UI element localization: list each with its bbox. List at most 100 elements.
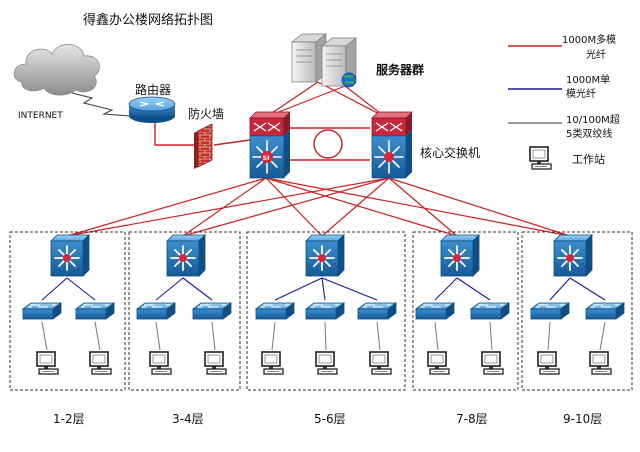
access-workstation-link <box>324 321 327 351</box>
distribution-access-link <box>456 277 491 301</box>
globe-icon <box>341 72 357 88</box>
server-core-link <box>265 81 319 118</box>
core-switch-label: 核心交换机 <box>420 145 480 160</box>
access-workstation-link <box>94 321 101 351</box>
floor-group-box <box>246 231 406 391</box>
internet-link <box>71 92 131 117</box>
firewall-label: 防火墙 <box>188 106 224 121</box>
core-distribution-link <box>321 177 390 237</box>
access-switch-icon <box>305 302 345 320</box>
floor-label: 7-8层 <box>456 412 488 426</box>
floor-label: 3-4层 <box>172 412 204 426</box>
distribution-switch-icon <box>305 234 345 277</box>
access-workstation-link <box>434 321 439 351</box>
access-switch-icon <box>255 302 295 320</box>
floor-group-box <box>128 231 241 391</box>
distribution-switch-icon <box>50 234 90 277</box>
workstation-icon <box>315 351 338 375</box>
workstation-icon <box>589 351 612 375</box>
server-icon <box>291 33 327 83</box>
router-icon <box>128 96 176 123</box>
distribution-access-link <box>182 277 213 301</box>
distribution-access-link <box>321 277 326 301</box>
distribution-access-link <box>66 277 96 301</box>
legend-multimode-label: 光纤 <box>586 48 606 61</box>
distribution-switch-icon <box>166 234 206 277</box>
distribution-access-link <box>549 277 571 301</box>
core-switch-icon <box>371 111 413 179</box>
core-distribution-link <box>388 177 458 237</box>
workstation-icon <box>89 351 112 375</box>
legend-twisted-label: 10/100M超 <box>566 113 620 126</box>
access-workstation-link <box>599 321 606 351</box>
floor-group-box <box>412 231 519 391</box>
workstation-icon <box>427 351 450 375</box>
legend-singlemode-label: 模光纤 <box>566 87 596 100</box>
core-distribution-link <box>66 177 267 237</box>
legend-multimode-label: 1000M多模 <box>562 33 616 46</box>
distribution-access-link <box>321 277 378 301</box>
workstation-icon <box>369 351 392 375</box>
distribution-access-link <box>155 277 184 301</box>
internet-label: INTERNET <box>18 111 63 121</box>
access-switch-icon <box>357 302 397 320</box>
access-workstation-link <box>547 321 551 351</box>
access-switch-icon <box>22 302 62 320</box>
access-workstation-link <box>376 321 381 351</box>
core-distribution-link <box>265 177 571 237</box>
diagram-title: 得鑫办公楼网络拓扑图 <box>83 12 213 28</box>
workstation-icon <box>149 351 172 375</box>
access-switch-icon <box>415 302 455 320</box>
router-firewall-link <box>154 118 200 146</box>
access-switch-icon <box>136 302 176 320</box>
legend-workstation-icon <box>529 146 552 170</box>
legend-twisted-label: 5类双绞线 <box>566 127 612 140</box>
workstation-icon <box>537 351 560 375</box>
core-distribution-link <box>265 177 458 237</box>
access-workstation-link <box>155 321 161 351</box>
distribution-access-link <box>569 277 606 301</box>
workstation-icon <box>481 351 504 375</box>
core-interconnect-ring <box>313 129 343 159</box>
workstation-icon <box>261 351 284 375</box>
legend-workstation-label: 工作站 <box>572 152 605 166</box>
core-distribution-link <box>182 177 390 237</box>
access-workstation-link <box>41 321 48 351</box>
floor-label: 9-10层 <box>563 412 602 426</box>
core-distribution-link <box>388 177 571 237</box>
access-workstation-link <box>271 321 276 351</box>
floor-label: 5-6层 <box>314 412 346 426</box>
core-distribution-link <box>66 177 390 237</box>
distribution-switch-icon <box>553 234 593 277</box>
server-core-link <box>317 81 386 118</box>
distribution-access-link <box>41 277 68 301</box>
core-distribution-link <box>265 177 323 237</box>
core-distribution-link <box>182 177 267 237</box>
floor-label: 1-2层 <box>53 412 85 426</box>
access-switch-icon <box>470 302 510 320</box>
distribution-access-link <box>434 277 458 301</box>
floor-group-box <box>9 231 126 391</box>
distribution-switch-icon <box>440 234 480 277</box>
router-label: 路由器 <box>135 82 171 97</box>
core-switch-icon: SI <box>249 111 291 179</box>
servers-label: 服务器群 <box>376 62 424 77</box>
access-switch-icon <box>530 302 570 320</box>
distribution-access-link <box>274 277 323 301</box>
connection-lines <box>41 81 606 351</box>
firewall-core-link <box>213 139 251 146</box>
firewall-icon <box>194 123 213 169</box>
access-switch-icon <box>75 302 115 320</box>
access-switch-icon <box>192 302 232 320</box>
legend: 1000M多模 光纤 1000M单 模光纤 10/100M超 5类双绞线 工作站 <box>508 33 620 170</box>
workstation-icon <box>36 351 59 375</box>
access-switch-icon <box>585 302 625 320</box>
cloud-icon <box>13 44 100 96</box>
svg-text:SI: SI <box>263 154 270 162</box>
legend-singlemode-label: 1000M单 <box>566 74 610 86</box>
access-workstation-link <box>211 321 216 351</box>
access-workstation-link <box>489 321 493 351</box>
workstation-icon <box>204 351 227 375</box>
floor-group-box <box>521 231 633 391</box>
